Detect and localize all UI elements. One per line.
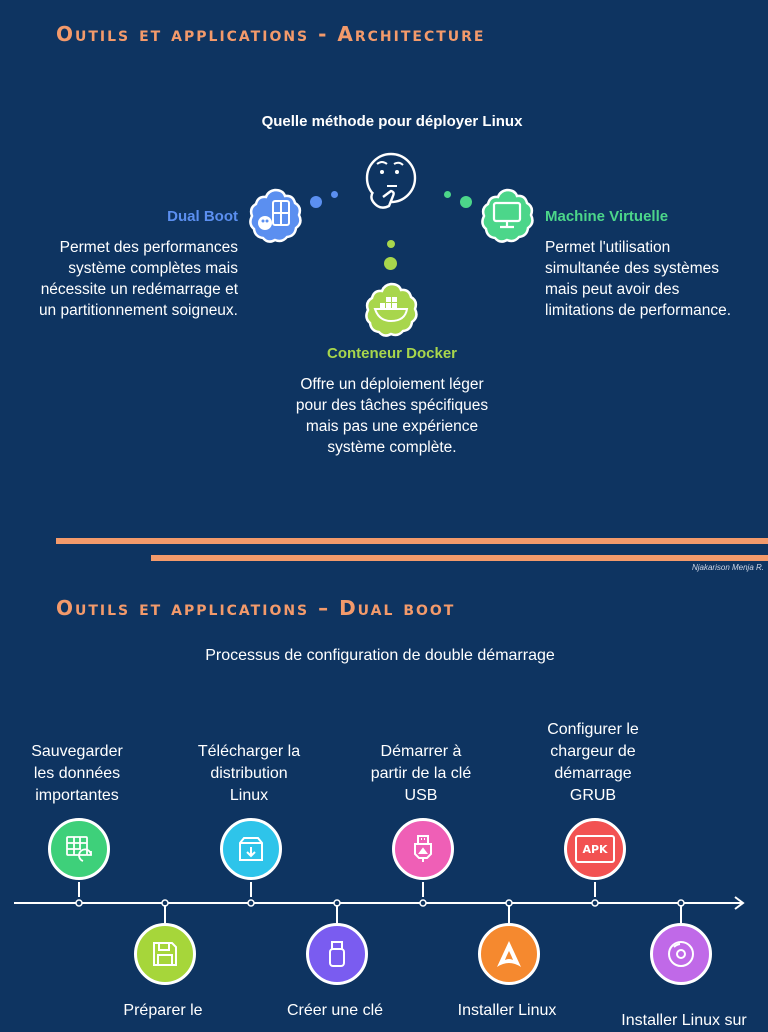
step-connector	[422, 882, 424, 897]
separator-bar	[151, 555, 768, 561]
step-connector	[336, 905, 338, 923]
slide2-title: Outils et applications – Dual boot	[56, 596, 456, 620]
step-7-text: Configurer le chargeur de démarrage GRUB	[518, 719, 668, 807]
vm-description: Permet l'utilisation simultanée des syst…	[545, 237, 765, 321]
desc-line: nécessite un redémarrage et	[40, 281, 238, 298]
step-8-circle	[650, 923, 712, 985]
step-3-circle	[220, 818, 282, 880]
desc-line: système complète.	[327, 439, 457, 456]
desc-line: limitations de performance.	[545, 302, 732, 319]
vm-label: Machine Virtuelle	[545, 208, 669, 225]
usb-icon	[408, 834, 438, 864]
thinking-face-icon	[363, 152, 421, 218]
thought-dot	[384, 257, 397, 270]
step-line: partir de la clé	[370, 765, 472, 782]
slide1-title: Outils et applications - Architecture	[56, 22, 486, 46]
desc-line: mais pas une expérience	[305, 418, 479, 435]
step-line: Configurer le	[547, 721, 639, 738]
desc-line: Permet des performances	[59, 239, 238, 256]
arch-linux-icon	[494, 939, 524, 969]
dual-boot-label: Dual Boot	[167, 208, 238, 225]
apk-icon: APK	[575, 835, 615, 863]
docker-label: Conteneur Docker	[326, 345, 458, 362]
step-line: Démarrer à	[380, 743, 462, 760]
desc-line: mais peut avoir des	[545, 281, 680, 298]
step-6-text: Installer Linux	[432, 1000, 582, 1022]
step-8-text: Installer Linux sur	[604, 1010, 764, 1032]
docker-cloud-icon	[363, 281, 419, 337]
step-3-text: Télécharger la distribution Linux	[174, 741, 324, 807]
separator-bar	[56, 538, 768, 544]
thought-dot	[460, 196, 472, 208]
disc-icon	[666, 939, 696, 969]
step-4-circle	[306, 923, 368, 985]
step-5-circle	[392, 818, 454, 880]
step-connector	[594, 882, 596, 897]
floppy-disk-icon	[150, 939, 180, 969]
step-1-text: Sauvegarder les données importantes	[2, 741, 152, 807]
slide2-subtitle: Processus de configuration de double dém…	[205, 647, 555, 664]
step-connector	[164, 905, 166, 923]
thought-dot	[331, 191, 338, 198]
step-connector	[78, 882, 80, 897]
step-2-circle	[134, 923, 196, 985]
step-connector	[250, 882, 252, 897]
step-line: démarrage	[554, 765, 632, 782]
step-line: les données	[33, 765, 121, 782]
step-connector	[680, 905, 682, 923]
question-heading: Quelle méthode pour déployer Linux	[261, 113, 523, 130]
virtual-machine-cloud-icon	[479, 187, 535, 243]
step-5-text: Démarrer à partir de la clé USB	[346, 741, 496, 807]
step-4-text: Créer une clé	[260, 1000, 410, 1022]
thought-dot	[444, 191, 451, 198]
download-box-icon	[236, 834, 266, 864]
usb-stick-icon	[322, 939, 352, 969]
desc-line: pour des tâches spécifiques	[295, 397, 489, 414]
step-line: USB	[404, 787, 438, 804]
step-line: Préparer le	[123, 1002, 203, 1019]
desc-line: système complètes mais	[68, 260, 238, 277]
step-1-circle	[48, 818, 110, 880]
dual-boot-cloud-icon	[247, 187, 303, 243]
step-line: GRUB	[569, 787, 617, 804]
step-7-circle: APK	[564, 818, 626, 880]
thought-dot	[387, 240, 395, 248]
step-line: Installer Linux sur	[621, 1012, 747, 1029]
desc-line: Offre un déploiement léger	[300, 376, 484, 393]
step-line: Créer une clé	[286, 1002, 384, 1019]
author-credit: Njakarison Menja R.	[691, 563, 764, 572]
desc-line: un partitionnement soigneux.	[38, 302, 238, 319]
step-line: importantes	[35, 787, 119, 804]
desc-line: Permet l'utilisation	[545, 239, 671, 256]
step-2-text: Préparer le	[88, 1000, 238, 1022]
step-line: chargeur de	[550, 743, 636, 760]
dual-boot-description: Permet des performances système complète…	[0, 237, 238, 321]
timeline-axis	[0, 895, 760, 911]
spreadsheet-sync-icon	[63, 833, 95, 865]
step-connector	[508, 905, 510, 923]
desc-line: simultanée des systèmes	[545, 260, 720, 277]
step-line: Sauvegarder	[31, 743, 123, 760]
step-line: Télécharger la	[197, 743, 301, 760]
docker-description: Offre un déploiement léger pour des tâch…	[242, 374, 542, 458]
thought-dot	[310, 196, 322, 208]
step-line: distribution	[210, 765, 288, 782]
step-6-circle	[478, 923, 540, 985]
step-line: Linux	[229, 787, 269, 804]
step-line: Installer Linux	[457, 1002, 557, 1019]
